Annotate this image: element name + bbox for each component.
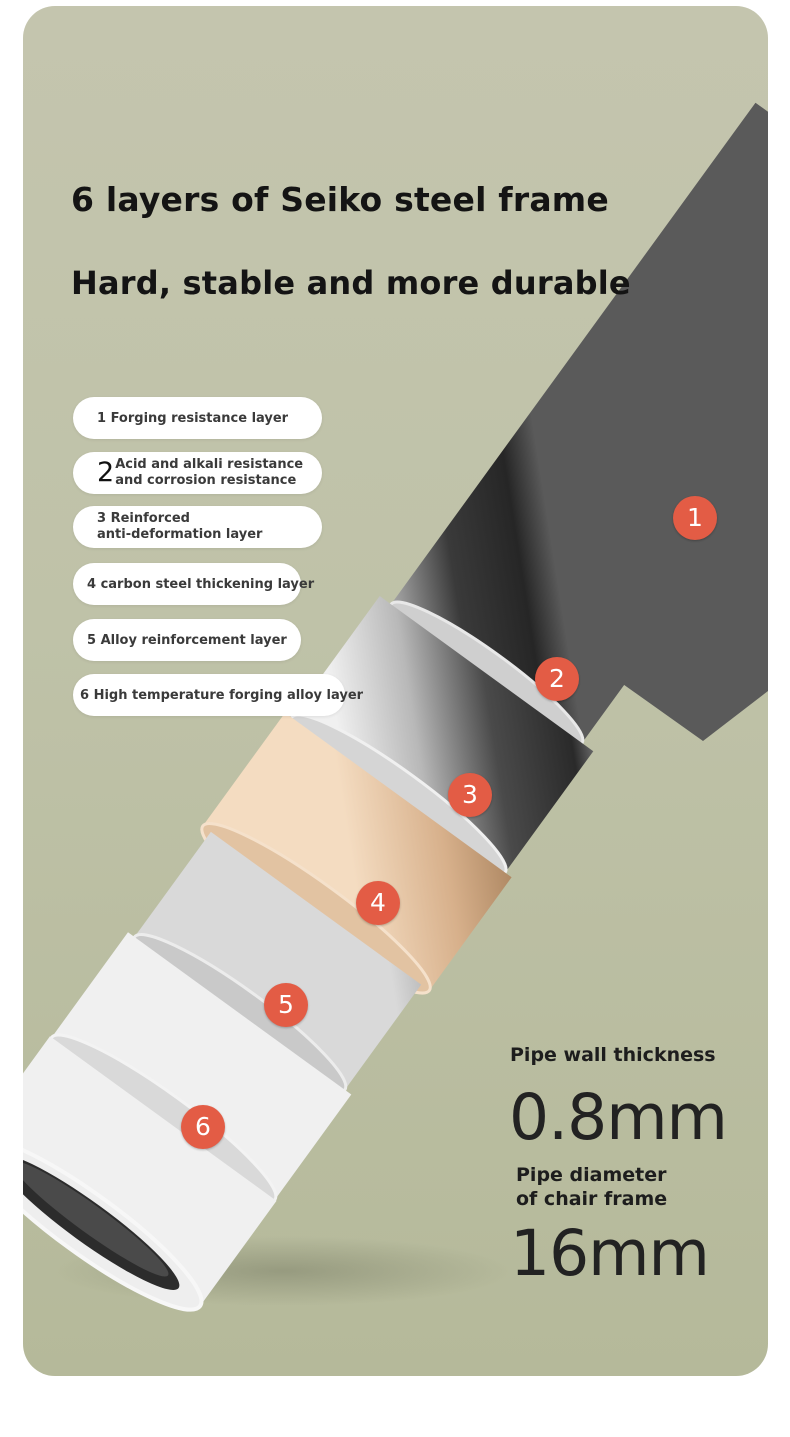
layer-badge-1: 1 (673, 496, 717, 540)
headline-title: 6 layers of Seiko steel frame (71, 180, 609, 219)
headline-subtitle: Hard, stable and more durable (71, 264, 631, 302)
layered-pipe-illustration (23, 102, 768, 1312)
pipe-diameter-label: Pipe diameter of chair frame (516, 1164, 668, 1210)
wall-thickness-label: Pipe wall thickness (510, 1044, 716, 1066)
layer-pill-label: 5 Alloy reinforcement layer (87, 632, 287, 648)
wall-thickness-value: 0.8mm (509, 1081, 728, 1154)
layer-pill-label: Acid and alkali resistance and corrosion… (115, 457, 304, 488)
layer-pill-1: 1 Forging resistance layer (73, 397, 322, 439)
pipe-diameter-value: 16mm (510, 1217, 710, 1290)
layer-badge-5: 5 (264, 983, 308, 1027)
layer-pill-3: 3 Reinforced anti-deformation layer (73, 506, 322, 548)
layer-badge-6: 6 (181, 1105, 225, 1149)
layer-pill-2: 2 Acid and alkali resistance and corrosi… (73, 452, 322, 494)
layer-pill-label: 6 High temperature forging alloy layer (80, 687, 364, 703)
layer-badge-2: 2 (535, 657, 579, 701)
layer-pill-label: 3 Reinforced anti-deformation layer (97, 511, 263, 542)
layer-pill-6: 6 High temperature forging alloy layer (73, 674, 363, 716)
layer-badge-4: 4 (356, 881, 400, 925)
layer-pill-5: 5 Alloy reinforcement layer (73, 619, 301, 661)
layer-pill-label: 1 Forging resistance layer (97, 410, 289, 426)
product-card: 6 layers of Seiko steel frame Hard, stab… (23, 6, 768, 1376)
layer-pill-number: 2 (97, 457, 115, 488)
layer-badge-3: 3 (448, 773, 492, 817)
layer-pill-4: 4 carbon steel thickening layer (73, 563, 314, 605)
layer-pill-label: 4 carbon steel thickening layer (87, 576, 315, 592)
